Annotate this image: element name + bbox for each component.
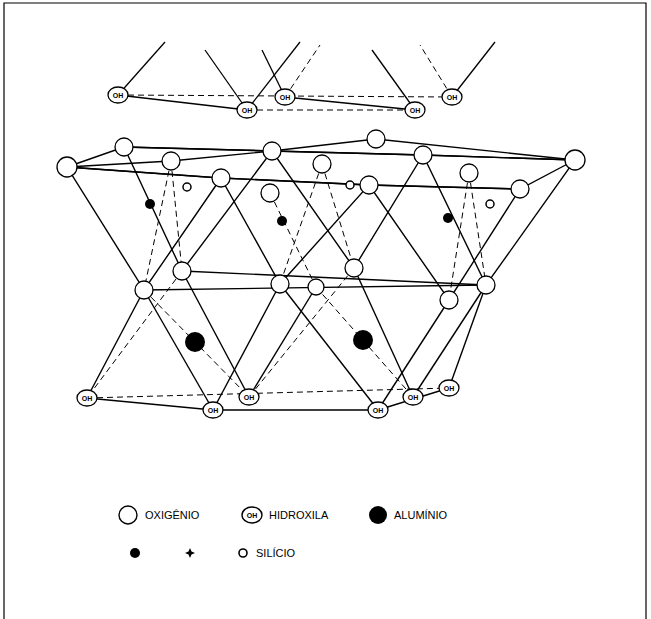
silicon-atoms <box>145 181 494 226</box>
frame <box>4 3 646 619</box>
legend-text: SILÍCIO <box>256 548 295 559</box>
hydroxyl-label: OH <box>373 407 384 414</box>
tetrahedral-sheet <box>67 139 575 300</box>
hydroxyl-label: OH <box>408 394 419 401</box>
hydroxyl-label: OH <box>447 94 458 101</box>
hydroxyl-label: OH <box>244 394 255 401</box>
hydroxyl-label: OH <box>242 107 253 114</box>
tetrahedral-dashes <box>144 161 486 300</box>
octahedral-dashes <box>87 268 449 398</box>
aluminium-atoms <box>185 330 373 352</box>
legend-text: ALUMÍNIO <box>394 510 447 521</box>
hydroxyl-label: OH <box>247 512 258 519</box>
legend-swatches <box>119 506 387 558</box>
legend-text: HIDROXILA <box>269 510 328 521</box>
hydroxyl-label: OH <box>113 92 124 99</box>
hydroxyl-label: OH <box>82 395 93 402</box>
hydroxyl-label: OH <box>410 107 421 114</box>
oxygen-atoms <box>57 130 585 309</box>
hydroxyl-label: OH <box>208 407 219 414</box>
hydroxyl-label: OH <box>280 94 291 101</box>
octahedral-sheet <box>87 268 486 410</box>
upper-layer-lines <box>118 42 495 110</box>
hydroxyl-label: OH <box>444 385 455 392</box>
hydroxyl-atoms <box>77 87 462 418</box>
upper-layer-dashes <box>118 45 452 110</box>
legend-text: OXIGÊNIO <box>145 510 199 521</box>
